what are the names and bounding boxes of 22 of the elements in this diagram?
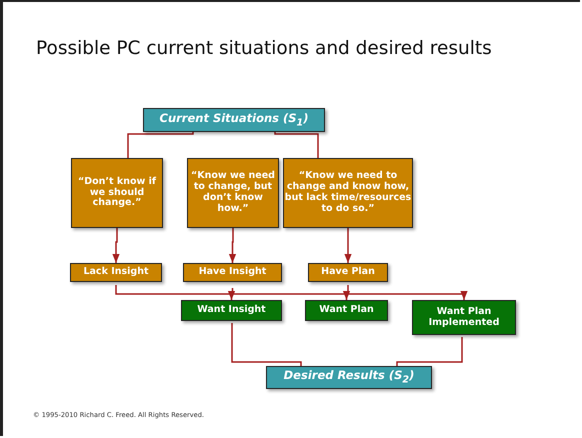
status-box: Lack Insight — [70, 263, 162, 282]
quote-box: “Know we need to change, but don’t know how.” — [187, 158, 279, 228]
status-box: Have Plan — [308, 263, 388, 282]
heading-box: Desired Results (S$_{2}$) — [266, 366, 432, 389]
result-box: Want Plan Implemented — [412, 300, 516, 335]
arrow — [112, 228, 120, 263]
connector-line — [231, 323, 302, 366]
heading-box: Current Situations (S$_{1}$) — [143, 108, 325, 132]
connector-line — [274, 132, 319, 158]
arrow — [115, 285, 236, 300]
slide-title: Possible PC current situations and desired results — [36, 38, 492, 59]
arrow — [347, 285, 468, 300]
arrow — [232, 288, 350, 300]
connector-line — [127, 132, 194, 158]
result-box: Want Plan — [305, 300, 388, 321]
status-box: Have Insight — [183, 263, 282, 282]
connector-line — [396, 337, 463, 366]
quote-box: “Don’t know if we should change.” — [71, 158, 163, 228]
arrow — [344, 228, 352, 263]
result-box: Want Insight — [181, 300, 282, 321]
arrow — [228, 228, 236, 263]
quote-box: “Know we need to change and know how, but lack time/resources to do so.” — [283, 158, 413, 228]
